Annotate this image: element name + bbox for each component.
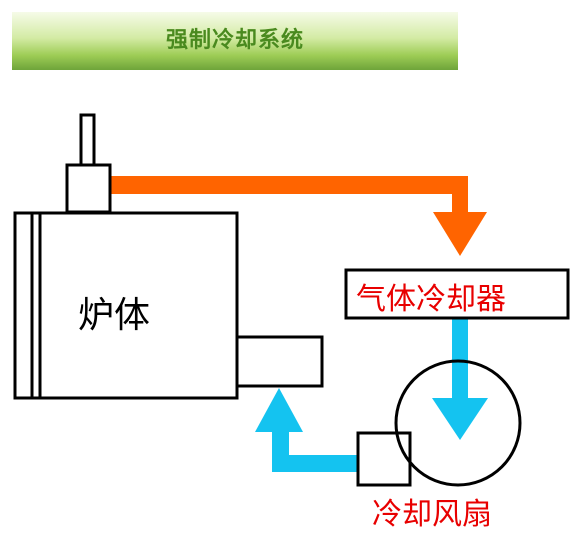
hot-gas-flow-arrow: [110, 176, 487, 256]
furnace-inlet-port: [235, 335, 324, 388]
gas-cooler-label: 气体冷却器: [356, 282, 506, 317]
return-flow-arrow: [255, 388, 360, 472]
furnace-body: [13, 211, 239, 400]
cooling-fan-label: 冷却风扇: [372, 497, 492, 532]
sensor-probe: [65, 113, 112, 214]
gas-cooler-box: [344, 268, 570, 320]
cooling-fan: [356, 359, 522, 487]
cooled-gas-flow-arrow: [432, 318, 488, 440]
banner-title: 强制冷却系统: [165, 28, 304, 53]
title-banner: 强制冷却系统: [12, 12, 458, 70]
furnace-label: 炉体: [78, 295, 151, 336]
